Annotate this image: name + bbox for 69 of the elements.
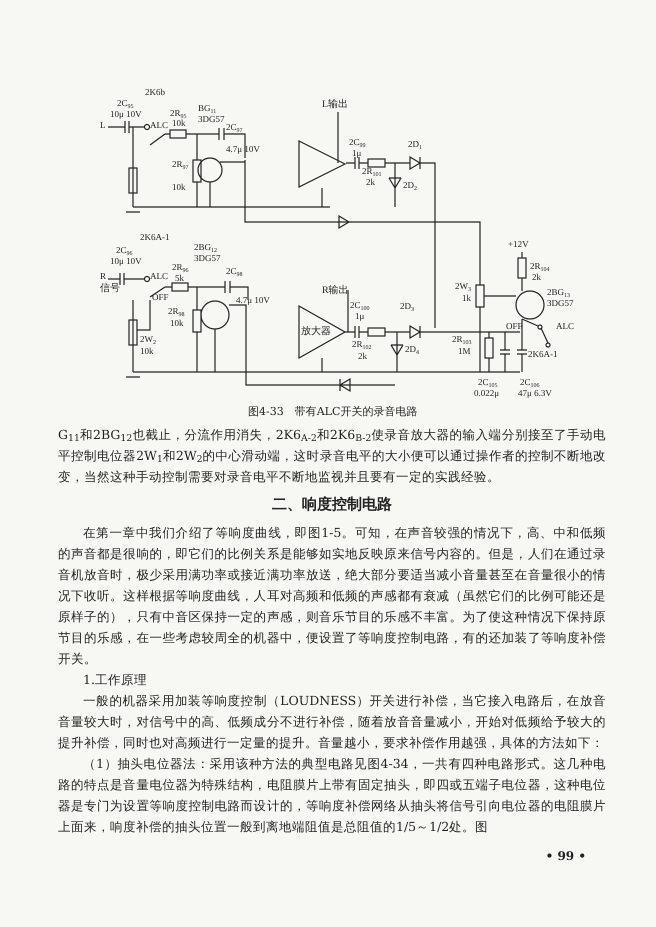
component-label: 10μ 10V: [110, 257, 142, 266]
body-paragraph: G$_{11}$和2BG$_{12}$也截止，分流作用消失，2K6$_{A-2}$和2K6$_{B-2}$使录音放大器的输入端分别接至了手动电平控制电位器2W$_{1}$和2W$_{2}$的中心滑动端，这时录音电平的大小便可以通过操作者的控制不断地改变，当然这种手动控制需要对录音电平不断地监视并且要有一定的实践经验。: [58, 426, 606, 486]
body-paragraph: 在第一章中我们介绍了等响度曲线，即图1-5。可知，在声音较强的情况下，高、中和低频的声音都是很响的，即它们的比例关系是能够如实地反映原来信号内容的。但是，人们在通过录音机放音时，极少采用满功率或接近满功率放送，绝大部分要适当减小音量甚至在音量很小的情况下收听。这样根据等响度曲线，人耳对高频和低频的声感都有衰减（虽然它们的比例可能还是原样子的），只有中音区保持一定的声感，则音乐节目的乐感不丰富。为了使这种情况下保持原节目的乐感，在一些考虑较周全的机器中，便设置了等响度控制电路，有的还加装了等响度补偿开关。: [58, 524, 606, 668]
component-label: 2R$_{103}$: [452, 335, 472, 344]
component-label: 4.7μ 10V: [236, 296, 270, 305]
component-label: 2W$_{3}$: [455, 282, 471, 291]
component-label: OFF: [152, 293, 169, 302]
component-label: 3DG57: [198, 115, 224, 124]
component-label: R: [100, 272, 106, 281]
component-label: 2D$_{1}$: [408, 140, 422, 149]
body-paragraph: （1）抽头电位器法：采用该种方法的典型电路见图4-34，一共有四种电路形式。这几种电路的特点是音量电位器为特殊结构，电阻膜片上带有固定抽头，即四或五端子电位器，这种电位器是专门为设置等响度控制电路而设计的，等响度补偿网络从抽头将信号引向电位器的电阻膜片上面来，响度补偿的抽头位置一般到离地端阻值是总阻值的1/5～1/2处。图: [58, 754, 606, 836]
component-label: 信号: [100, 284, 120, 294]
component-label: 2k: [358, 352, 367, 361]
component-label: L输出: [322, 100, 348, 110]
component-label: 2C$_{97}$: [226, 123, 243, 132]
component-label: 10μ 10V: [110, 110, 142, 119]
component-label: 1M: [458, 347, 471, 356]
component-label: 2R$_{104}$: [530, 262, 550, 271]
component-label: 10k: [170, 319, 184, 328]
amplifier-triangle: [298, 305, 346, 359]
component-label: 2D$_{2}$: [403, 181, 417, 190]
component-label: 2C$_{105}$: [478, 378, 498, 387]
component-label: OFF: [506, 322, 523, 331]
section-heading: 二、响度控制电路: [272, 494, 392, 515]
component-label: 3DG57: [194, 254, 220, 263]
component-label: 2K6A-1: [528, 350, 558, 359]
amplifier-triangle: [298, 140, 346, 188]
component-label: 2R$_{97}$: [172, 160, 189, 169]
component-label: 2k: [532, 273, 541, 282]
component-label: 10k: [172, 119, 186, 128]
component-label: 2C$_{95}$: [117, 99, 134, 108]
component-label: 2R$_{101}$: [362, 167, 382, 176]
component-label: L: [100, 121, 106, 130]
component-label: 5k: [175, 274, 184, 283]
component-label: 0.022μ: [474, 389, 500, 398]
component-label: 10k: [140, 347, 154, 356]
component-label: 10k: [172, 183, 186, 192]
component-label: 1μ: [355, 312, 364, 321]
component-label: 2k: [366, 178, 375, 187]
component-label: 2R$_{96}$: [172, 263, 189, 272]
component-label: 2R$_{98}$: [168, 307, 185, 316]
component-label: 2D$_{3}$: [400, 302, 414, 311]
component-label: 2C$_{99}$: [349, 138, 366, 147]
component-label: 1k: [462, 294, 471, 303]
component-label: 2C$_{98}$: [226, 267, 243, 276]
component-label: ALC: [150, 272, 168, 281]
component-label: ALC: [150, 121, 168, 130]
amplifier-label: 放大器: [301, 327, 331, 337]
component-label: 4.7μ 10V: [226, 145, 260, 154]
component-label: BG$_{11}$: [198, 104, 216, 113]
component-label: 2BG$_{12}$: [194, 243, 218, 252]
component-label: +12V: [508, 240, 529, 249]
component-label: 2R$_{95}$: [170, 109, 187, 118]
component-label: 2W$_{2}$: [140, 335, 156, 344]
page-number: • 99 •: [546, 848, 586, 864]
component-label: 2BG$_{13}$: [547, 288, 570, 297]
component-label: 2K6b: [145, 88, 165, 97]
component-label: 2C$_{96}$: [116, 246, 133, 255]
component-label: 3DG57: [547, 299, 574, 308]
component-label: 2D$_{4}$: [405, 345, 419, 354]
component-label: R输出: [322, 286, 349, 296]
component-label: 47μ 6.3V: [518, 389, 552, 398]
component-label: 2C$_{106}$: [520, 378, 540, 387]
component-label: ALC: [556, 322, 574, 331]
body-paragraph: 一般的机器采用加装等响度控制（LOUDNESS）开关进行补偿，当它接入电路后，在放音音量较大时，对信号中的高、低频成分不进行补偿，随着放音音量减小，开始对低频给予较大的提升补偿，同时也对高频进行一定量的提升。音量越小，要求补偿作用越强，具体的方法如下：: [58, 692, 606, 752]
figure-caption: 图4-33 带有ALC开关的录音电路: [248, 406, 418, 417]
subsection-heading: 1.工作原理: [82, 670, 148, 688]
component-label: 2K6A-1: [140, 233, 170, 242]
component-label: 2C$_{100}$: [350, 301, 370, 310]
